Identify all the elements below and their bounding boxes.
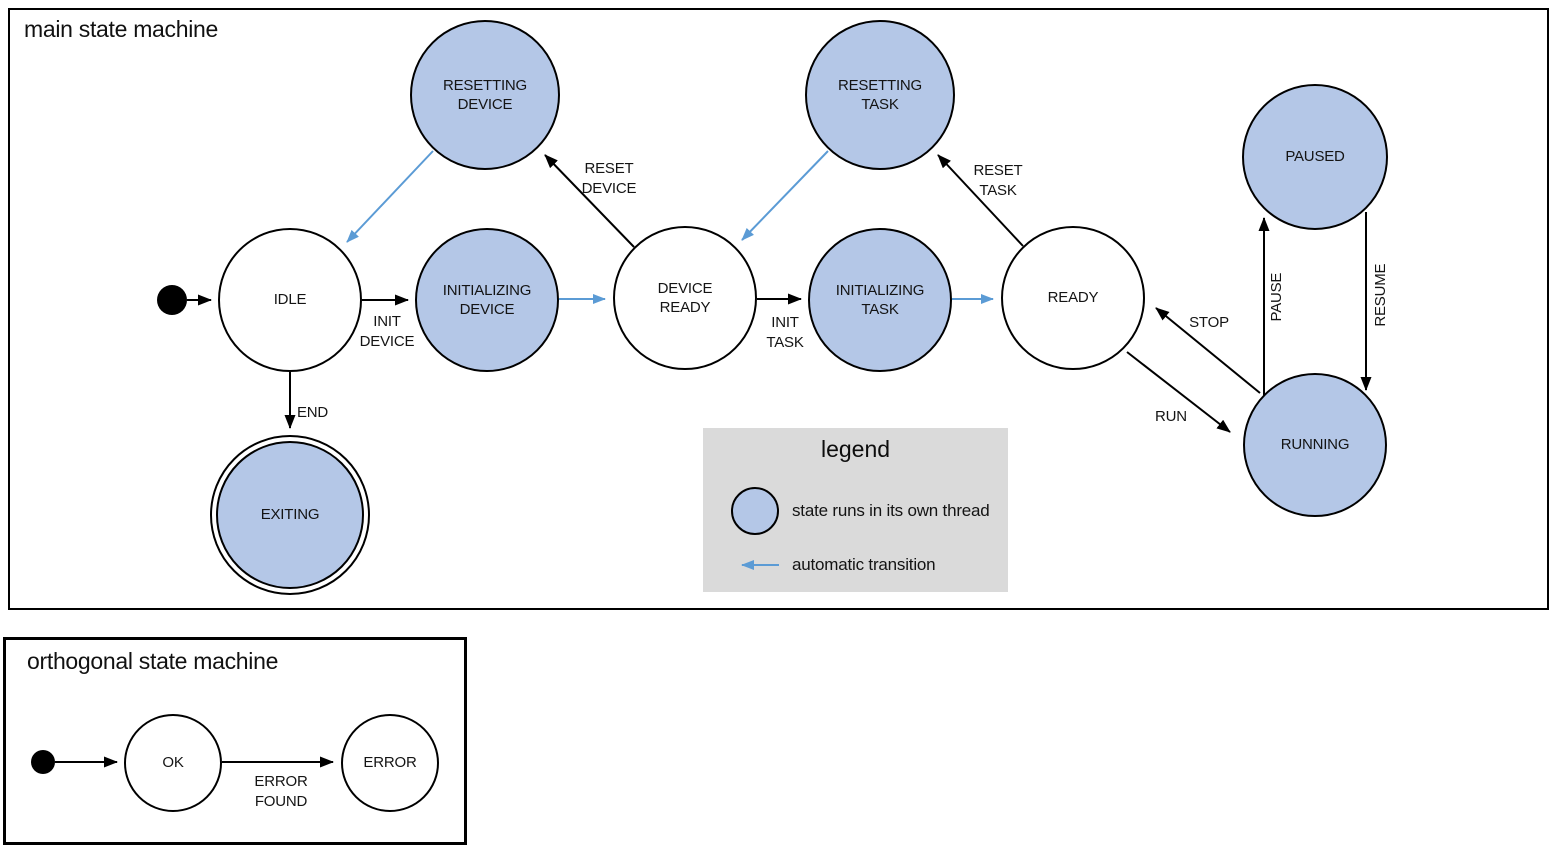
state-exiting-inner-circle: EXITING	[216, 441, 364, 589]
state-initializing-task: INITIALIZING TASK	[808, 228, 952, 372]
main-diagram-title: main state machine	[24, 16, 219, 42]
transition-label-stop: STOP	[1189, 314, 1229, 331]
state-error-label: ERROR	[363, 754, 417, 772]
arrow-reset-task	[937, 154, 1024, 247]
state-ready: READY	[1001, 226, 1145, 370]
transition-label-init-task: INIT TASK	[766, 314, 804, 352]
arrow-reset-device	[544, 154, 635, 248]
state-initializing-task-label: INITIALIZING TASK	[835, 281, 925, 319]
initial-state-dot-orthogonal	[31, 750, 55, 774]
transition-label-reset-device: RESET DEVICE	[581, 160, 637, 198]
state-idle: IDLE	[218, 228, 362, 372]
state-resetting-task-label: RESETTING TASK	[837, 76, 923, 114]
state-initializing-device-label: INITIALIZING DEVICE	[442, 281, 532, 319]
state-exiting-label: EXITING	[260, 506, 320, 524]
state-error: ERROR	[341, 714, 439, 812]
legend-thread-label: state runs in its own thread	[792, 501, 990, 520]
state-ready-label: READY	[1047, 289, 1099, 307]
initial-state-dot-main	[157, 285, 187, 315]
arrow-auto-resettask-deviceready	[741, 150, 829, 241]
transition-label-run: RUN	[1155, 408, 1187, 425]
main-state-machine-frame	[8, 8, 1549, 610]
arrow-auto-resetdevice-idle	[346, 150, 434, 243]
orthogonal-diagram-title: orthogonal state machine	[27, 648, 279, 674]
state-initializing-device: INITIALIZING DEVICE	[415, 228, 559, 372]
state-running: RUNNING	[1243, 373, 1387, 517]
arrow-stop	[1155, 307, 1261, 394]
state-exiting-final: EXITING	[210, 435, 370, 595]
transition-label-init-device: INIT DEVICE	[359, 313, 415, 351]
state-ok-label: OK	[162, 754, 184, 772]
orthogonal-state-machine-frame	[3, 637, 467, 845]
state-resetting-device-label: RESETTING DEVICE	[442, 76, 528, 114]
arrow-run	[1126, 351, 1231, 433]
legend-auto-label: automatic transition	[792, 555, 936, 574]
state-resetting-device: RESETTING DEVICE	[410, 20, 560, 170]
transition-label-reset-task: RESET TASK	[973, 162, 1023, 200]
state-paused-label: PAUSED	[1285, 148, 1345, 166]
state-device-ready: DEVICE READY	[613, 226, 757, 370]
state-device-ready-label: DEVICE READY	[657, 279, 713, 317]
legend-threaded-state-icon	[731, 487, 779, 535]
transition-label-error-found: ERROR FOUND	[254, 773, 308, 811]
state-paused: PAUSED	[1242, 84, 1388, 230]
state-resetting-task: RESETTING TASK	[805, 20, 955, 170]
transition-label-resume: RESUME	[1371, 263, 1389, 327]
state-running-label: RUNNING	[1280, 436, 1350, 454]
state-ok: OK	[124, 714, 222, 812]
transition-label-end: END	[297, 404, 329, 421]
legend-title: legend	[820, 436, 891, 462]
transition-label-pause: PAUSE	[1267, 272, 1285, 322]
state-idle-label: IDLE	[273, 291, 307, 309]
